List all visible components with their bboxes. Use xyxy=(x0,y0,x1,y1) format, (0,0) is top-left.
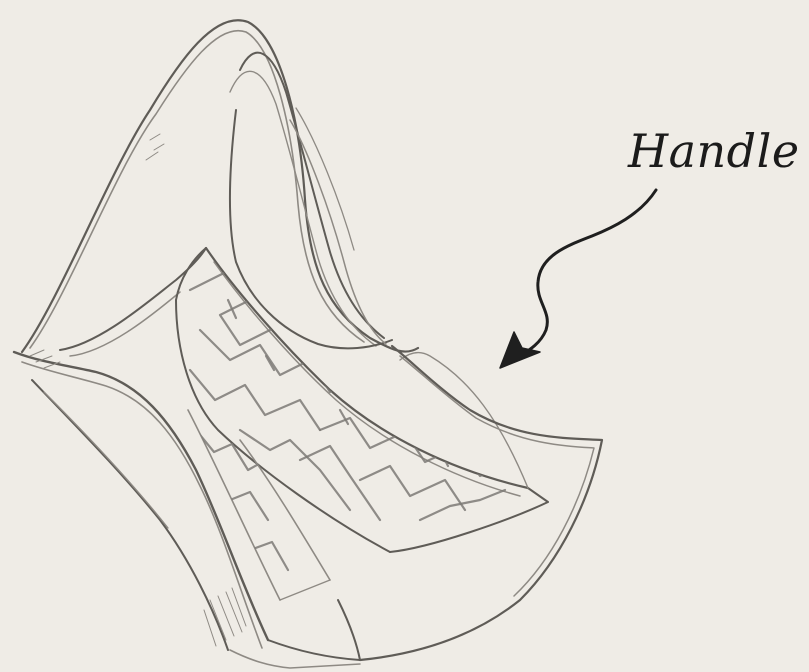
annotation-arrow xyxy=(500,190,656,368)
maze-panel xyxy=(176,248,548,552)
shading xyxy=(30,134,246,646)
handle-label: Handle xyxy=(628,128,800,174)
handle-loop xyxy=(22,20,418,352)
arrowhead-icon xyxy=(500,332,540,368)
handle-flare xyxy=(14,248,268,650)
